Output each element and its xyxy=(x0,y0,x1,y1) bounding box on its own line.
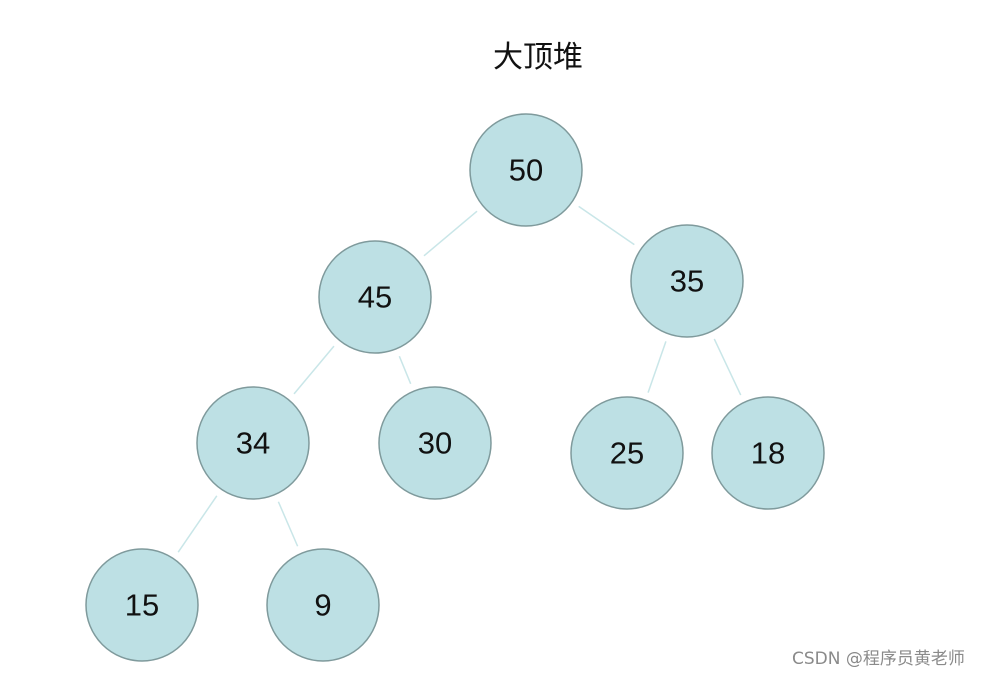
node-circle xyxy=(711,396,825,510)
edge-n3-n8 xyxy=(277,501,299,547)
heap-node-50: 50 xyxy=(469,113,583,227)
heap-node-25: 25 xyxy=(570,396,684,510)
edge-n3-n7 xyxy=(177,495,218,553)
node-circle xyxy=(266,548,380,662)
edge-n1-n3 xyxy=(293,345,335,395)
heap-node-30: 30 xyxy=(378,386,492,500)
diagram-title: 大顶堆 xyxy=(493,40,583,75)
node-circle xyxy=(196,386,310,500)
node-circle xyxy=(378,386,492,500)
node-circle xyxy=(318,240,432,354)
edges xyxy=(177,205,742,553)
node-label: 9 xyxy=(314,588,331,623)
node-label: 45 xyxy=(358,280,392,315)
node-label: 15 xyxy=(125,588,159,623)
node-label: 50 xyxy=(509,153,543,188)
node-circle xyxy=(85,548,199,662)
node-label: 35 xyxy=(670,264,704,299)
heap-node-34: 34 xyxy=(196,386,310,500)
node-label: 34 xyxy=(236,426,270,461)
heap-node-35: 35 xyxy=(630,224,744,338)
edge-n2-n5 xyxy=(647,341,667,393)
watermark: CSDN @程序员黄老师 xyxy=(792,649,965,669)
edge-n0-n2 xyxy=(578,205,635,246)
node-circle xyxy=(570,396,684,510)
heap-node-45: 45 xyxy=(318,240,432,354)
heap-node-15: 15 xyxy=(85,548,199,662)
nodes: 50 45 35 34 30 25 18 15 9 xyxy=(85,113,825,662)
node-circle xyxy=(469,113,583,227)
edge-n2-n6 xyxy=(713,338,742,396)
heap-node-18: 18 xyxy=(711,396,825,510)
node-label: 25 xyxy=(610,436,644,471)
node-circle xyxy=(630,224,744,338)
node-label: 30 xyxy=(418,426,452,461)
node-label: 18 xyxy=(751,436,785,471)
edge-n1-n4 xyxy=(398,355,412,385)
heap-node-9: 9 xyxy=(266,548,380,662)
edge-n0-n1 xyxy=(423,210,478,257)
